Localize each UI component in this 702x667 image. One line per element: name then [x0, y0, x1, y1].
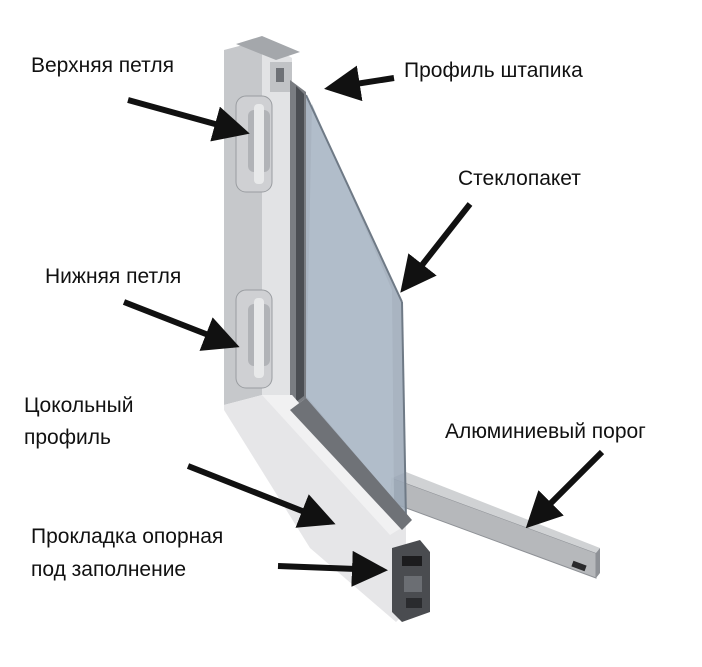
- label-glazing-bead-profile: Профиль штапика: [404, 59, 583, 82]
- label-base-profile-line2: профиль: [24, 426, 111, 449]
- label-bottom-hinge: Нижняя петля: [45, 265, 182, 288]
- arrow-top-hinge: [127, 97, 250, 142]
- glass-unit-shape: [298, 94, 407, 521]
- top-hinge-shape: [235, 95, 273, 193]
- arrow-glazing-bead: [324, 65, 395, 102]
- arrow-support-gasket: [277, 550, 388, 587]
- arrows: [122, 65, 605, 587]
- arrow-base-profile: [186, 463, 336, 528]
- arrow-aluminium-threshold: [525, 449, 605, 529]
- label-support-gasket-line2: под заполнение: [31, 558, 187, 581]
- label-base-profile-line1: Цокольный: [24, 394, 134, 417]
- arrow-bottom-hinge: [122, 299, 240, 351]
- label-support-gasket-line1: Прокладка опорная: [31, 525, 224, 548]
- label-aluminium-threshold: Алюминиевый порог: [445, 420, 646, 443]
- label-glass-unit: Стеклопакет: [458, 167, 581, 190]
- label-top-hinge: Верхняя петля: [31, 54, 174, 77]
- arrow-glass-unit: [400, 202, 473, 293]
- bottom-hinge-shape: [235, 289, 273, 389]
